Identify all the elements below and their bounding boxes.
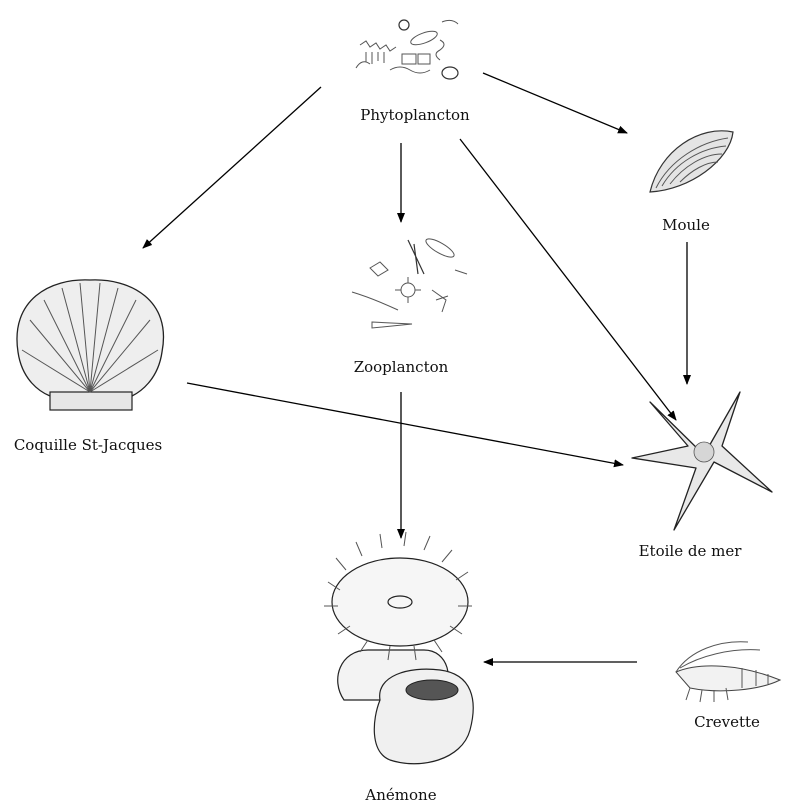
phytoplancton-label: Phytoplancton xyxy=(360,106,470,124)
edge-coquille-etoile xyxy=(187,383,623,465)
edge-phytoplancton-moule xyxy=(483,73,627,133)
mussel-icon xyxy=(650,131,733,192)
shrimp-icon xyxy=(676,642,780,702)
anemone-icon xyxy=(324,532,473,764)
zooplancton-label: Zooplancton xyxy=(354,358,449,376)
etoile-label: Etoile de mer xyxy=(639,542,743,560)
moule-label: Moule xyxy=(662,216,710,234)
coquille-label: Coquille St-Jacques xyxy=(14,436,162,454)
edge-phytoplancton-etoile xyxy=(460,139,676,420)
anemone-label: Anémone xyxy=(364,786,436,804)
starfish-icon xyxy=(632,392,772,530)
scallop-icon xyxy=(17,280,164,410)
zooplankton-icon xyxy=(352,236,467,328)
edge-phytoplancton-coquille xyxy=(143,87,321,248)
phytoplankton-icon xyxy=(356,20,458,79)
crevette-label: Crevette xyxy=(694,713,760,731)
